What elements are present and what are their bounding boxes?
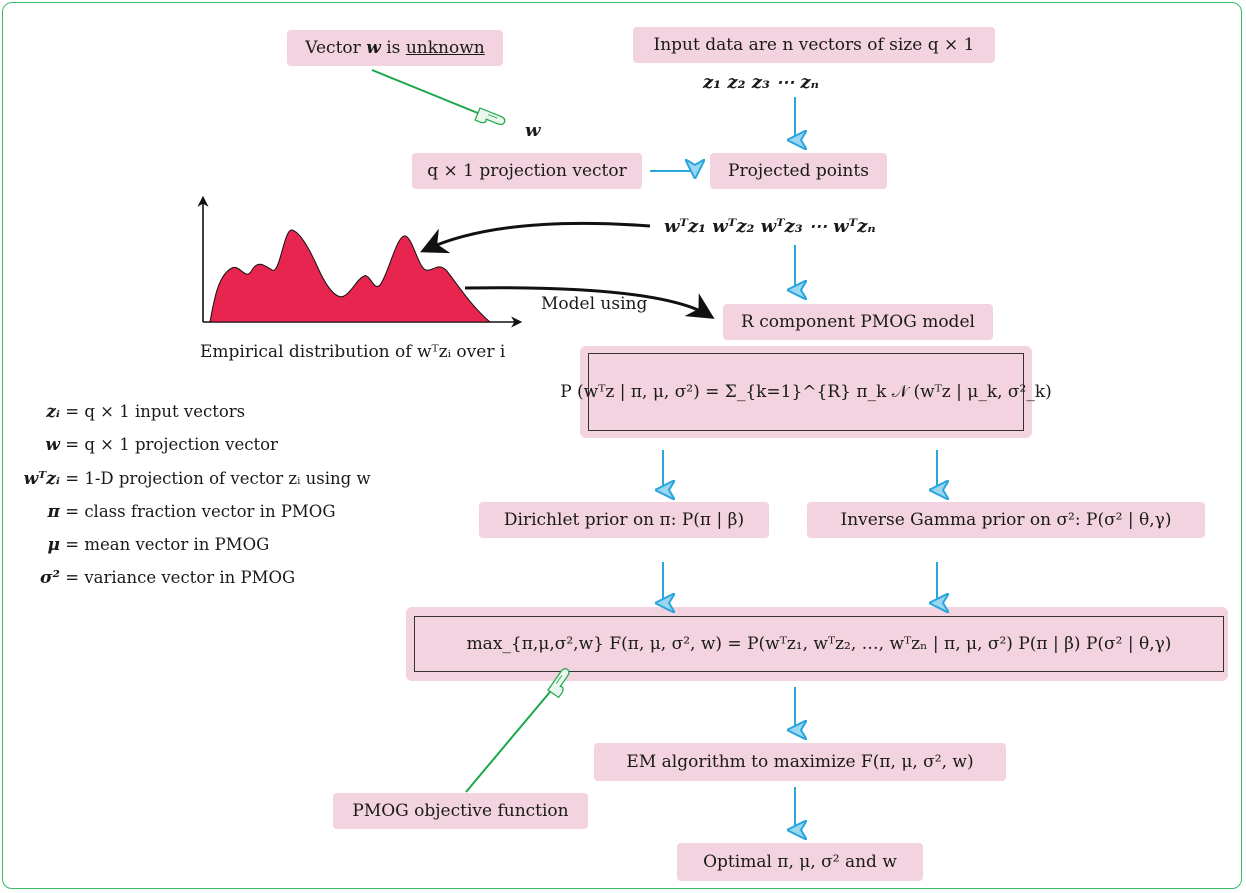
- legend-rhs: = class fraction vector in PMOG: [65, 502, 336, 521]
- inverse-gamma-box: Inverse Gamma prior on σ²: P(σ² | θ,γ): [807, 502, 1205, 538]
- dirichlet-prior-box: Dirichlet prior on π: P(π | β): [479, 502, 769, 538]
- input-data-box: Input data are n vectors of size q × 1: [633, 27, 995, 63]
- projection-vector-label: q × 1 projection vector: [427, 161, 627, 181]
- legend-lhs: zᵢ: [46, 402, 60, 422]
- pmog-equation-text: P (wᵀz | π, μ, σ²) = Σ_{k=1}^{R} π_k 𝒩 (…: [560, 382, 1052, 402]
- unknown-word: unknown: [405, 38, 485, 58]
- pmog-model-box: R component PMOG model: [723, 304, 993, 340]
- empirical-distribution-area: [209, 229, 492, 323]
- unknown-pointer-line: [371, 69, 491, 119]
- legend-row: w = q × 1 projection vector: [18, 435, 438, 455]
- max-equation-text: max_{π,μ,σ²,w} F(π, μ, σ², w) = P(wᵀz₁, …: [466, 634, 1172, 654]
- projected-points-label: Projected points: [728, 161, 869, 181]
- legend-rhs: = mean vector in PMOG: [65, 535, 270, 554]
- arrow-to-distribution: [420, 221, 651, 254]
- unknown-vector-box: Vector w is unknown: [287, 30, 503, 66]
- legend-lhs: wᵀzᵢ: [23, 469, 60, 489]
- legend-rhs: = 1-D projection of vector zᵢ using w: [65, 469, 371, 488]
- legend-lhs: σ²: [40, 568, 60, 588]
- legend-row: wᵀzᵢ = 1-D projection of vector zᵢ using…: [2, 469, 442, 489]
- legend-row: zᵢ = q × 1 input vectors: [18, 402, 438, 422]
- legend-rhs: = q × 1 input vectors: [65, 402, 246, 421]
- legend-lhs: π: [47, 502, 60, 522]
- objective-label: PMOG objective function: [352, 801, 569, 821]
- arrow-model-using: [464, 286, 715, 319]
- legend-lhs: w: [45, 435, 60, 455]
- legend-lhs: μ: [47, 535, 60, 555]
- legend-rhs: = variance vector in PMOG: [65, 568, 296, 587]
- pmog-equation: P (wᵀz | π, μ, σ²) = Σ_{k=1}^{R} π_k 𝒩 (…: [560, 353, 1052, 431]
- optimal-label: Optimal π, μ, σ² and w: [703, 852, 897, 872]
- pointing-hand-icon: [547, 668, 570, 699]
- em-algorithm-box: EM algorithm to maximize F(π, μ, σ², w): [594, 743, 1006, 781]
- inverse-gamma-label: Inverse Gamma prior on σ²: P(σ² | θ,γ): [840, 510, 1172, 530]
- projected-points-box: Projected points: [710, 153, 887, 189]
- pointing-hand-icon: [474, 107, 506, 126]
- dirichlet-label: Dirichlet prior on π: P(π | β): [503, 510, 745, 530]
- projection-vector-box: q × 1 projection vector: [412, 153, 642, 189]
- pmog-model-label: R component PMOG model: [741, 312, 975, 332]
- model-using-label: Model using: [541, 294, 648, 314]
- max-equation: max_{π,μ,σ²,w} F(π, μ, σ², w) = P(wᵀz₁, …: [414, 616, 1224, 672]
- objective-function-box: PMOG objective function: [333, 793, 588, 829]
- legend-row: π = class fraction vector in PMOG: [18, 502, 438, 522]
- input-data-label: Input data are n vectors of size q × 1: [653, 35, 975, 55]
- unknown-var: w: [366, 38, 381, 58]
- unknown-mid: is: [386, 38, 401, 58]
- empirical-label: Empirical distribution of wᵀzᵢ over i: [200, 342, 506, 362]
- objective-pointer-line: [465, 685, 556, 793]
- legend-rhs: = q × 1 projection vector: [65, 435, 278, 454]
- unknown-prefix: Vector: [305, 38, 361, 58]
- projections-label: wᵀz₁ wᵀz₂ wᵀz₃ ⋯ wᵀzₙ: [664, 216, 876, 237]
- em-label: EM algorithm to maximize F(π, μ, σ², w): [626, 752, 974, 772]
- w-label: w: [525, 120, 541, 141]
- optimal-box: Optimal π, μ, σ² and w: [677, 843, 923, 881]
- z-vectors-label: z₁ z₂ z₃ ⋯ zₙ: [703, 72, 819, 93]
- legend-row: σ² = variance vector in PMOG: [18, 568, 438, 588]
- legend-row: μ = mean vector in PMOG: [18, 535, 438, 555]
